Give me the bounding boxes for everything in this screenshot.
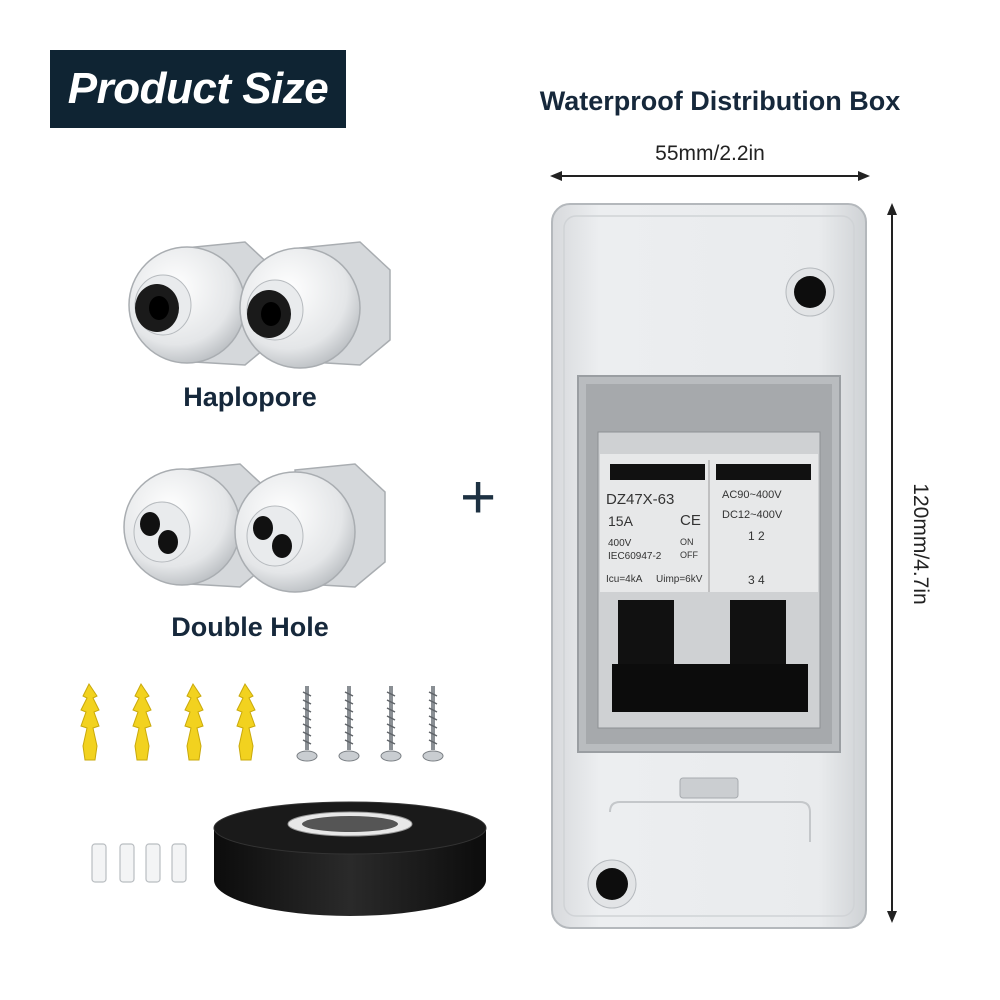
breaker-current: 15A	[608, 513, 633, 529]
haplopore-cable-gland-icon	[128, 241, 391, 369]
ce-mark: CE	[680, 512, 701, 529]
breaker-on-label: ON	[680, 537, 694, 547]
screw-icon	[296, 686, 444, 762]
breaker-off-label: OFF	[680, 550, 698, 560]
breaker-terminal-bottom: 3 4	[748, 573, 765, 587]
height-arrow-icon	[887, 203, 897, 923]
breaker-dc-rating: DC12~400V	[722, 509, 783, 521]
breaker-voltage: 400V	[608, 538, 632, 549]
breaker-model: DZ47X-63	[606, 491, 675, 508]
breaker-uimp: Uimp=6kV	[656, 574, 703, 585]
distribution-box-icon	[551, 203, 867, 929]
width-dimension-label: 55mm/2.2in	[655, 142, 765, 165]
haplopore-label: Haplopore	[183, 382, 317, 412]
wall-anchor-icon	[80, 683, 256, 761]
title-banner: Product Size	[50, 50, 346, 128]
breaker-standard: IEC60947-2	[608, 551, 662, 562]
double-hole-label: Double Hole	[171, 612, 329, 642]
product-name: Waterproof Distribution Box	[539, 86, 901, 116]
plus-sign: +	[460, 463, 497, 532]
breaker-ac-rating: AC90~400V	[722, 489, 782, 501]
double-hole-cable-gland-icon	[123, 463, 386, 593]
width-arrow-icon	[550, 171, 870, 181]
insulating-tape-icon	[213, 801, 487, 916]
clear-sleeve-icon	[91, 843, 187, 883]
page-title: Product Size	[67, 64, 329, 113]
height-dimension-label: 120mm/4.7in	[909, 483, 932, 605]
breaker-icu: Icu=4kA	[606, 574, 643, 585]
breaker-terminal-top: 1 2	[748, 529, 765, 543]
